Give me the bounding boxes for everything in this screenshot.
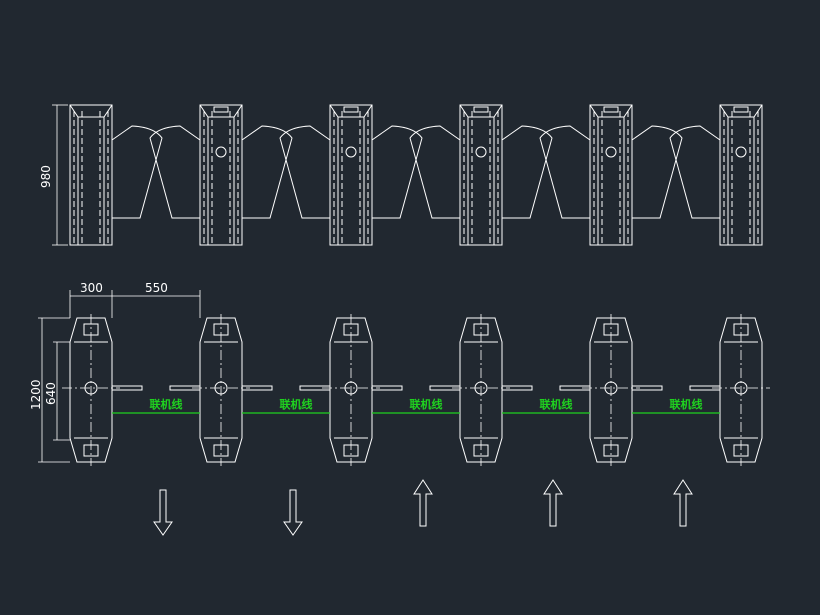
- cabinet-plan-outline: [329, 317, 373, 463]
- cabinet-plan-outline: [589, 317, 633, 463]
- arrow-shape: [283, 489, 303, 536]
- pivot-circle: [474, 381, 488, 395]
- link-line: 联机线: [242, 397, 330, 414]
- wing-left: [279, 125, 331, 219]
- pivot-circle: [344, 381, 358, 395]
- arm-left: [689, 385, 721, 391]
- reader-circle: [345, 146, 357, 158]
- indicator-window: [343, 106, 359, 113]
- plan-unit: [689, 314, 770, 466]
- arm-right: [631, 385, 663, 391]
- cabinet-top-bevel: [69, 104, 113, 118]
- pivot-circle: [84, 381, 98, 395]
- front-unit: [279, 104, 423, 246]
- arm-left: [299, 385, 331, 391]
- link-label: 联机线: [410, 397, 443, 411]
- pivot-circle: [604, 381, 618, 395]
- arm-right: [501, 385, 533, 391]
- arrow-down-icon: [283, 489, 303, 536]
- cabinet-outline: [589, 104, 633, 246]
- link-line: 联机线: [502, 397, 590, 414]
- wing-right: [111, 125, 163, 219]
- cabinet-outline: [199, 104, 243, 246]
- arm-right: [241, 385, 273, 391]
- wing-right: [371, 125, 423, 219]
- arrow-down-icon: [153, 489, 173, 536]
- dim-text-height: 980: [39, 165, 53, 188]
- reader-circle: [215, 146, 227, 158]
- cabinet-outline: [719, 104, 763, 246]
- arrow-shape: [543, 479, 563, 527]
- arm-right: [111, 385, 143, 391]
- arm-left: [559, 385, 591, 391]
- dim-text-passage: 550: [145, 281, 168, 295]
- pivot-circle: [214, 381, 228, 395]
- indicator-window: [473, 106, 489, 113]
- cabinet-plan-outline: [199, 317, 243, 463]
- link-label: 联机线: [280, 397, 313, 411]
- front-unit: [69, 104, 163, 246]
- reader-circle: [475, 146, 487, 158]
- arrow-up-icon: [413, 479, 433, 527]
- indicator-window: [603, 106, 619, 113]
- front-unit: [669, 104, 763, 246]
- plan-unit: [559, 314, 663, 466]
- plan-unit: [429, 314, 533, 466]
- indicator-window: [213, 106, 229, 113]
- plan-unit: [62, 314, 143, 466]
- arrow-shape: [153, 489, 173, 536]
- link-line: 联机线: [112, 397, 200, 414]
- indicator-window: [733, 106, 749, 113]
- wing-left: [409, 125, 461, 219]
- arrow-shape: [413, 479, 433, 527]
- wing-left: [149, 125, 201, 219]
- link-lines: 联机线 联机线 联机线 联机线 联机线: [112, 397, 720, 414]
- plan-unit: [299, 314, 403, 466]
- arrow-up-icon: [673, 479, 693, 527]
- plan-view: [62, 314, 770, 466]
- reader-circle: [605, 146, 617, 158]
- front-unit: [539, 104, 683, 246]
- cabinet-outline: [329, 104, 373, 246]
- pivot-circle: [734, 381, 748, 395]
- arrow-shape: [673, 479, 693, 527]
- wing-right: [631, 125, 683, 219]
- link-label: 联机线: [150, 397, 183, 411]
- dim-text-depth: 1200: [29, 379, 43, 410]
- link-line: 联机线: [632, 397, 720, 414]
- dimension-annotations: 980 300 550 1200 640: [29, 104, 201, 463]
- cabinet-plan-outline: [719, 317, 763, 463]
- link-label: 联机线: [540, 397, 573, 411]
- dim-text-inner: 640: [44, 382, 58, 405]
- plan-unit: [169, 314, 273, 466]
- reader-circle: [735, 146, 747, 158]
- arrow-up-icon: [543, 479, 563, 527]
- link-line: 联机线: [372, 397, 460, 414]
- front-elevation-view: [69, 104, 763, 246]
- wing-left: [539, 125, 591, 219]
- front-unit: [149, 104, 293, 246]
- cabinet-plan-outline: [459, 317, 503, 463]
- cabinet-plan-outline: [69, 317, 113, 463]
- front-unit: [409, 104, 553, 246]
- direction-arrows: [153, 479, 693, 536]
- arm-left: [429, 385, 461, 391]
- wing-right: [501, 125, 553, 219]
- arm-left: [169, 385, 201, 391]
- link-label: 联机线: [670, 397, 703, 411]
- wing-left: [669, 125, 721, 219]
- wing-right: [241, 125, 293, 219]
- cabinet-outline: [69, 104, 113, 246]
- dim-text-unit-width: 300: [80, 281, 103, 295]
- arm-right: [371, 385, 403, 391]
- cabinet-outline: [459, 104, 503, 246]
